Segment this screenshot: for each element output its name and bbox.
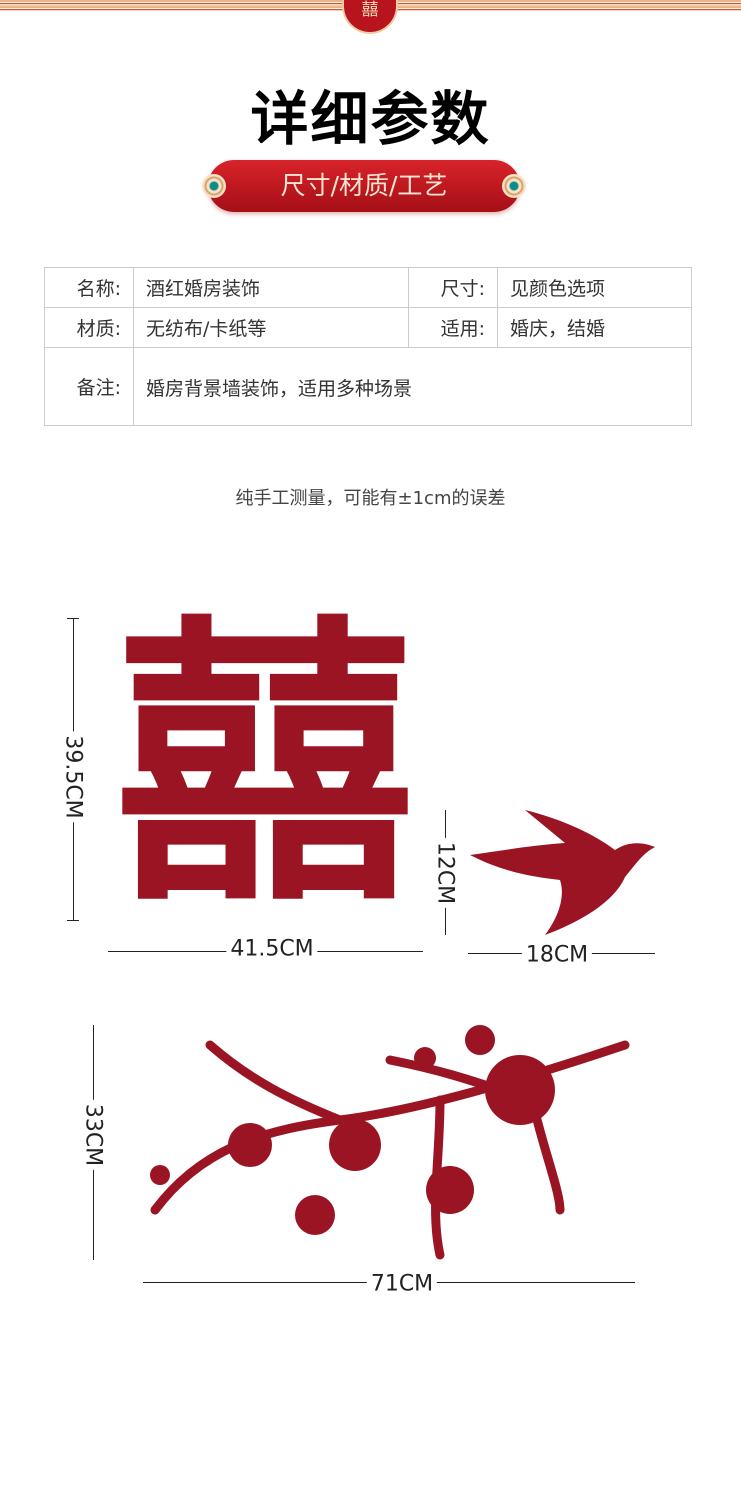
swallow-decal [470, 810, 655, 935]
jade-ornament-icon [202, 174, 226, 198]
page-title: 详细参数 [250, 85, 491, 153]
width-label: 18CM [521, 942, 593, 968]
dimension-line [67, 920, 79, 921]
spec-key: 材质: [44, 307, 134, 348]
spec-key: 名称: [44, 267, 134, 308]
spec-table: 名称: 酒红婚房装饰 尺寸: 见颜色选项 材质: 无纺布/卡纸等 适用: 婚庆，… [44, 267, 692, 426]
spec-key: 备注: [44, 347, 134, 426]
table-row: 名称: 酒红婚房装饰 尺寸: 见颜色选项 [44, 267, 692, 308]
width-label: 41.5CM [226, 936, 318, 962]
spec-value: 酒红婚房装饰 [133, 267, 409, 308]
height-label: 12CM [432, 837, 458, 909]
table-row: 备注: 婚房背景墙装饰，适用多种场景 [44, 347, 692, 426]
spec-value: 婚房背景墙装饰，适用多种场景 [133, 347, 692, 426]
width-label: 71CM [366, 1271, 438, 1297]
height-label: 39.5CM [60, 731, 86, 823]
plum-blossom-branch-decal [150, 1025, 630, 1260]
spec-key: 尺寸: [408, 267, 498, 308]
double-happiness-medallion: 囍 [344, 0, 396, 32]
spec-key: 适用: [408, 307, 498, 348]
measurement-note: 纯手工测量，可能有±1cm的误差 [235, 488, 506, 509]
height-label: 33CM [80, 1099, 106, 1171]
table-row: 材质: 无纺布/卡纸等 适用: 婚庆，结婚 [44, 307, 692, 348]
spec-value: 婚庆，结婚 [497, 307, 692, 348]
dimension-line [67, 618, 79, 619]
spec-value: 无纺布/卡纸等 [133, 307, 409, 348]
spec-value: 见颜色选项 [497, 267, 692, 308]
double-happiness-decal: 囍 [115, 588, 415, 941]
jade-ornament-icon [502, 174, 526, 198]
section-banner: 尺寸/材质/工艺 [202, 160, 526, 212]
banner-label: 尺寸/材质/工艺 [280, 171, 448, 200]
